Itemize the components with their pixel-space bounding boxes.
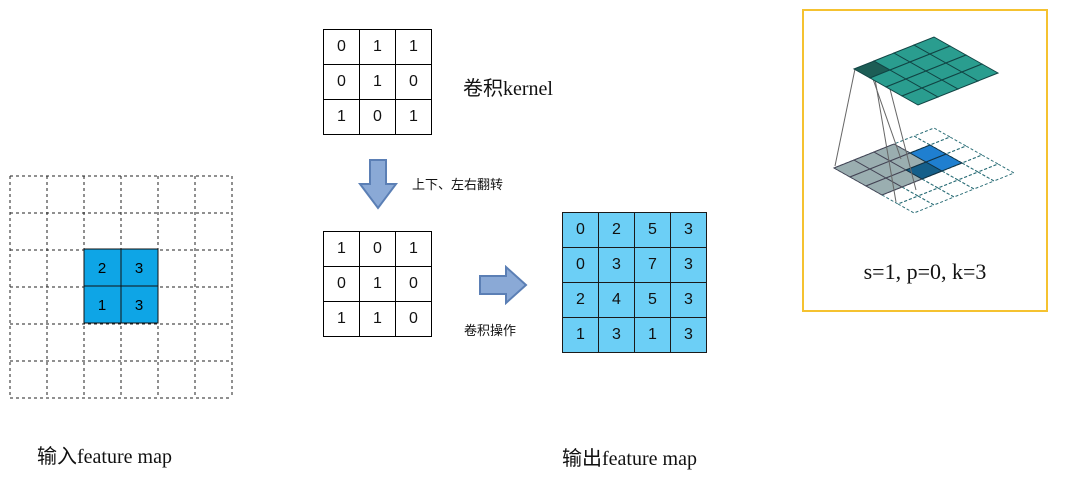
input-cell: 1 bbox=[98, 297, 106, 314]
flip-label: 上下、左右翻转 bbox=[412, 178, 504, 193]
output-cell: 5 bbox=[634, 212, 671, 248]
output-cell: 3 bbox=[670, 317, 707, 353]
right-arrow-icon bbox=[479, 265, 528, 305]
output-cell: 1 bbox=[562, 317, 599, 353]
output-cell: 3 bbox=[598, 247, 635, 283]
matrix-cell: 1 bbox=[359, 29, 396, 65]
output-cell: 3 bbox=[670, 282, 707, 318]
matrix-cell: 0 bbox=[395, 64, 432, 100]
matrix-cell: 1 bbox=[395, 231, 432, 267]
matrix-row: 1 0 1 bbox=[323, 99, 432, 135]
matrix-cell: 0 bbox=[323, 64, 360, 100]
flipped-kernel-matrix: 1 0 1 0 1 0 1 1 0 bbox=[323, 231, 432, 337]
output-cell: 2 bbox=[562, 282, 599, 318]
input-grid-svg: 2 3 1 3 bbox=[9, 175, 233, 399]
kernel-label: 卷积kernel bbox=[463, 78, 553, 100]
output-cell: 1 bbox=[634, 317, 671, 353]
output-plane-cell bbox=[960, 63, 1000, 82]
output-cell: 3 bbox=[598, 317, 635, 353]
output-feature-map: 0 2 5 3 0 3 7 3 2 4 5 3 1 3 1 3 bbox=[562, 212, 707, 353]
input-plane-cell bbox=[896, 195, 936, 214]
output-cell: 7 bbox=[634, 247, 671, 283]
matrix-row: 1 3 1 3 bbox=[562, 317, 707, 353]
illustration-panel: s=1, p=0, k=3 bbox=[802, 9, 1048, 312]
matrix-row: 0 3 7 3 bbox=[562, 247, 707, 283]
matrix-row: 0 1 0 bbox=[323, 64, 432, 100]
input-feature-map: 2 3 1 3 bbox=[0, 168, 240, 400]
matrix-row: 0 1 1 bbox=[323, 29, 432, 65]
output-cell: 5 bbox=[634, 282, 671, 318]
matrix-cell: 0 bbox=[323, 266, 360, 302]
matrix-cell: 0 bbox=[359, 231, 396, 267]
output-cell: 3 bbox=[670, 212, 707, 248]
output-cell: 3 bbox=[670, 247, 707, 283]
input-plane-cell bbox=[960, 154, 1000, 173]
output-plane-grid bbox=[852, 36, 1000, 106]
matrix-row: 1 1 0 bbox=[323, 301, 432, 337]
matrix-row: 0 1 0 bbox=[323, 266, 432, 302]
input-cell: 2 bbox=[98, 260, 106, 277]
output-cell: 0 bbox=[562, 212, 599, 248]
input-cell: 3 bbox=[135, 260, 143, 277]
highlighted-cells bbox=[904, 144, 964, 180]
input-plane-cell bbox=[912, 127, 952, 146]
output-cell: 0 bbox=[562, 247, 599, 283]
matrix-row: 0 2 5 3 bbox=[562, 212, 707, 248]
matrix-row: 1 0 1 bbox=[323, 231, 432, 267]
conv-3d-illustration bbox=[832, 36, 1016, 214]
matrix-cell: 1 bbox=[323, 99, 360, 135]
matrix-cell: 1 bbox=[359, 64, 396, 100]
matrix-cell: 0 bbox=[323, 29, 360, 65]
matrix-cell: 1 bbox=[359, 266, 396, 302]
projection-lines bbox=[834, 68, 917, 203]
matrix-cell: 1 bbox=[323, 231, 360, 267]
illustration-caption: s=1, p=0, k=3 bbox=[863, 259, 987, 284]
matrix-cell: 0 bbox=[395, 301, 432, 337]
kernel-matrix: 0 1 1 0 1 0 1 0 1 bbox=[323, 29, 432, 135]
matrix-cell: 0 bbox=[359, 99, 396, 135]
input-plane-cell bbox=[916, 187, 956, 206]
matrix-cell: 1 bbox=[395, 29, 432, 65]
input-plane-cell bbox=[936, 179, 976, 198]
matrix-row: 2 4 5 3 bbox=[562, 282, 707, 318]
down-arrow-icon bbox=[358, 159, 398, 210]
matrix-cell: 1 bbox=[359, 301, 396, 337]
input-plane-cell bbox=[956, 171, 996, 190]
input-map-label: 输入feature map bbox=[37, 446, 172, 468]
output-cell: 2 bbox=[598, 212, 635, 248]
output-cell: 4 bbox=[598, 282, 635, 318]
input-plane-cell bbox=[976, 163, 1016, 182]
matrix-cell: 1 bbox=[323, 301, 360, 337]
highlighted-cell bbox=[908, 144, 948, 163]
input-cell: 3 bbox=[135, 297, 143, 314]
conv-op-label: 卷积操作 bbox=[464, 324, 517, 339]
matrix-cell: 0 bbox=[395, 266, 432, 302]
output-map-label: 输出feature map bbox=[562, 448, 697, 470]
matrix-cell: 1 bbox=[395, 99, 432, 135]
